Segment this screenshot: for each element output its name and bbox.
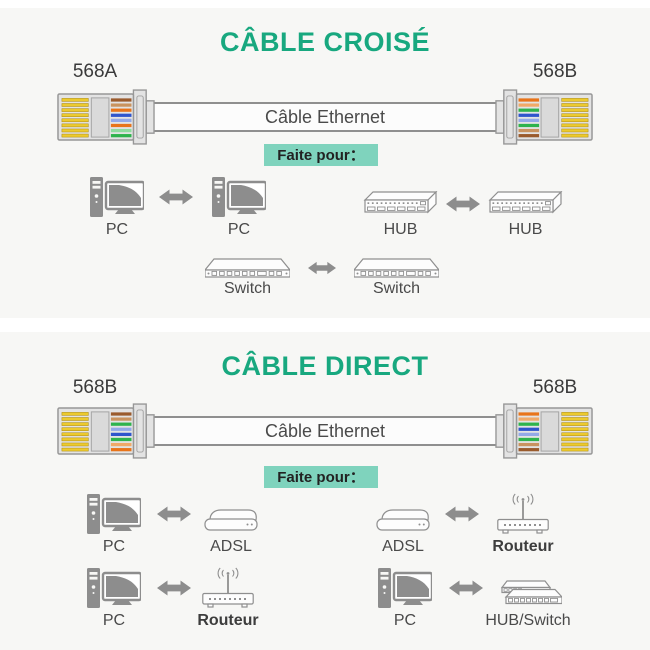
device-label: HUB (508, 221, 543, 238)
device-label: PC (393, 612, 417, 629)
device-label: Routeur (492, 538, 554, 555)
double-arrow-icon (159, 189, 193, 205)
device-label: PC (102, 612, 126, 629)
rj45-connector-icon (57, 87, 155, 147)
device-label: Switch (223, 280, 272, 297)
device-label: PC (105, 221, 129, 238)
adsl-modem-icon (203, 506, 259, 534)
device-label: HUB/Switch (485, 612, 571, 629)
plug-standard-label-568b: 568B (72, 377, 118, 398)
pc-icon (212, 177, 266, 217)
hub-icon (488, 191, 563, 218)
made-for-badge: Faite pour： (264, 144, 378, 166)
section-title-croise: CÂBLE CROISÉ (219, 27, 431, 57)
double-arrow-icon (157, 580, 191, 596)
device-label: PC (227, 221, 251, 238)
ethernet-cable: Câble Ethernet (151, 102, 499, 132)
rj45-connector-icon (495, 401, 593, 461)
device-label: ADSL (210, 538, 252, 555)
plug-standard-label-568a: 568A (72, 61, 118, 82)
hub-switch-stack-icon (494, 580, 562, 606)
device-label: Routeur (197, 612, 259, 629)
hub-icon (363, 191, 438, 218)
device-label: HUB (383, 221, 418, 238)
pc-icon (87, 494, 141, 534)
ethernet-cable: Câble Ethernet (151, 416, 499, 446)
adsl-modem-icon (375, 506, 431, 534)
double-arrow-icon (445, 506, 479, 522)
device-label: Switch (372, 280, 421, 297)
switch-icon (354, 258, 439, 278)
pc-icon (87, 568, 141, 608)
double-arrow-icon (308, 261, 336, 275)
plug-standard-label-568b: 568B (532, 61, 578, 82)
rj45-connector-icon (57, 401, 155, 461)
plug-standard-label-568b: 568B (532, 377, 578, 398)
cable-label: Câble Ethernet (264, 107, 386, 127)
double-arrow-icon (449, 580, 483, 596)
wifi-router-icon (202, 567, 254, 608)
wifi-router-icon (497, 493, 549, 534)
made-for-badge: Faite pour： (264, 466, 378, 488)
section-title-direct: CÂBLE DIRECT (221, 351, 429, 381)
pc-icon (90, 177, 144, 217)
rj45-connector-icon (495, 87, 593, 147)
device-label: ADSL (382, 538, 424, 555)
cable-label: Câble Ethernet (264, 421, 386, 441)
pc-icon (378, 568, 432, 608)
device-label: PC (102, 538, 126, 555)
double-arrow-icon (157, 506, 191, 522)
double-arrow-icon (446, 196, 480, 212)
switch-icon (205, 258, 290, 278)
